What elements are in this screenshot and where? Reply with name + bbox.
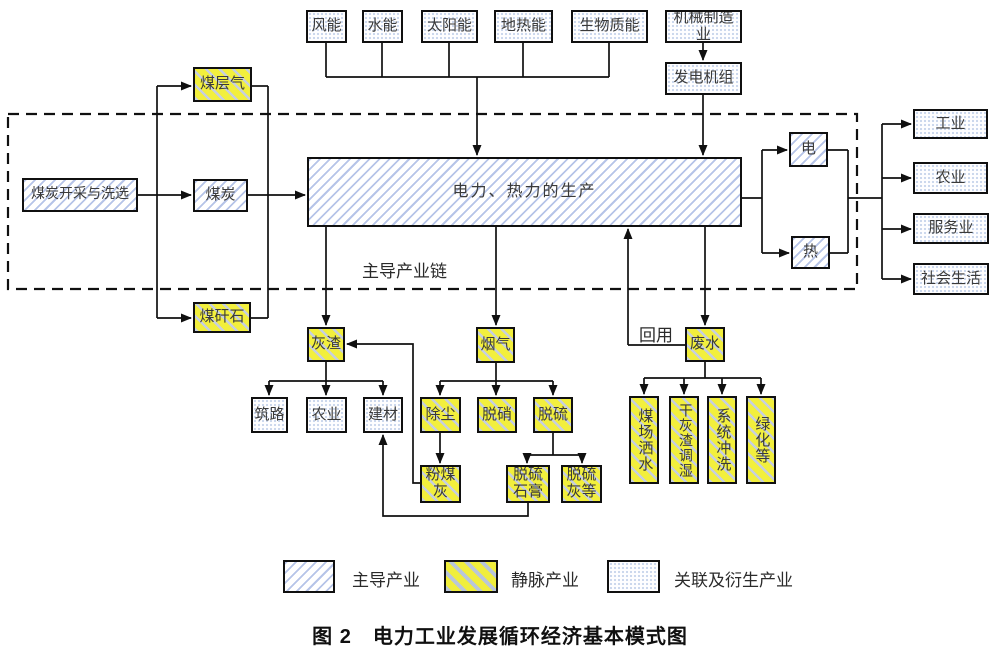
node-industry: 工业 — [913, 109, 988, 139]
node-generator-set: 发电机组 — [665, 62, 742, 95]
node-desulfurization: 脱硫 — [533, 397, 573, 433]
node-services: 服务业 — [913, 213, 989, 244]
node-hydro-energy: 水能 — [362, 10, 403, 43]
node-dust-removal: 除尘 — [420, 397, 461, 433]
legend-label-derived-industry: 关联及衍生产业 — [674, 571, 793, 590]
node-biomass-energy: 生物质能 — [571, 10, 648, 43]
node-system-flushing: 系统冲洗 — [707, 396, 737, 484]
node-power-heat-production: 电力、热力的生产 — [307, 157, 742, 227]
node-coal: 煤炭 — [193, 179, 248, 212]
node-machinery-manufacturing: 机械制造业 — [665, 10, 742, 43]
node-solar-energy: 太阳能 — [421, 10, 478, 43]
legend-swatch-derived-industry — [607, 560, 660, 593]
node-coal-mining-washing: 煤炭开采与洗选 — [22, 178, 138, 212]
node-agriculture: 农业 — [913, 162, 988, 194]
node-social-life: 社会生活 — [913, 263, 989, 295]
reuse-label: 回用 — [639, 326, 673, 345]
main-chain-dashed-border — [6, 112, 859, 291]
legend-swatch-leading-industry — [283, 560, 335, 593]
figure-caption: 图 2 电力工业发展循环经济基本模式图 — [312, 626, 688, 648]
legend-label-leading-industry: 主导产业 — [352, 571, 420, 590]
node-building-materials: 建材 — [363, 397, 403, 433]
node-electricity: 电 — [789, 132, 828, 167]
node-geothermal-energy: 地热能 — [494, 10, 553, 43]
node-greening: 绿化等 — [746, 396, 776, 484]
node-flue-gas: 烟气 — [476, 327, 515, 363]
node-coal-gangue: 煤矸石 — [193, 302, 251, 333]
node-desulfurization-ash: 脱硫灰等 — [561, 465, 602, 503]
main-chain-label: 主导产业链 — [362, 262, 447, 281]
node-denitration: 脱硝 — [477, 397, 517, 433]
legend-swatch-venous-industry — [444, 560, 498, 593]
legend-label-venous-industry: 静脉产业 — [511, 571, 579, 590]
node-coal-yard-spray: 煤场洒水 — [629, 396, 659, 484]
node-wind-energy: 风能 — [306, 10, 347, 43]
node-fly-ash: 粉煤灰 — [420, 465, 461, 503]
node-dry-ash-wetting: 干灰渣调湿 — [669, 396, 699, 484]
node-road-building: 筑路 — [251, 397, 288, 433]
node-heat: 热 — [791, 236, 830, 269]
node-ash-residue: 灰渣 — [307, 327, 345, 362]
node-wastewater: 废水 — [685, 327, 725, 362]
node-desulfurization-gypsum: 脱硫石膏 — [506, 465, 550, 503]
node-coalbed-methane: 煤层气 — [193, 67, 252, 102]
node-ash-agriculture: 农业 — [306, 397, 347, 433]
